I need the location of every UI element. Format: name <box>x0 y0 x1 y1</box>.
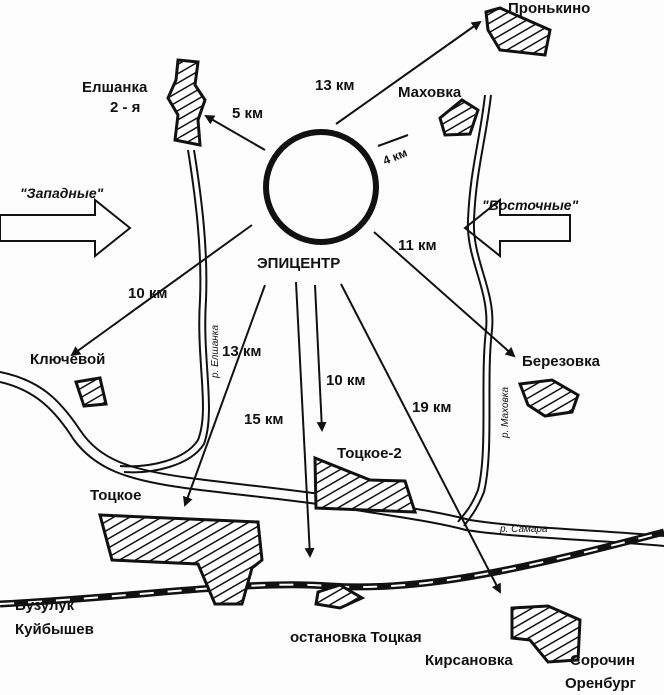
label-elshanka-suffix: 2 - я <box>110 99 140 116</box>
village-elshanka <box>166 58 207 147</box>
label-kirsanovka: Кирсановка <box>425 652 513 669</box>
river-samara <box>0 371 664 547</box>
epicenter-circle <box>263 129 379 245</box>
label-elshanka: Елшанка <box>82 79 148 96</box>
label-pronkino: Пронькино <box>508 0 590 17</box>
label-berezovka: Березовка <box>522 353 601 370</box>
village-kirsanovka <box>510 604 582 664</box>
village-klyuchevoy <box>74 376 108 408</box>
label-makhovka: Маховка <box>398 84 462 101</box>
label-epicenter: ЭПИЦЕНТР <box>257 255 340 272</box>
village-station <box>314 583 366 610</box>
distance-totskoe: 13 км <box>222 343 261 360</box>
label-orenburg: Оренбург <box>565 675 636 692</box>
label-klyuchevoy: Ключевой <box>30 351 105 368</box>
distance-station: 15 км <box>244 411 283 428</box>
east-forces-arrow <box>463 197 571 259</box>
distance-kirsanovka: 19 км <box>412 399 451 416</box>
label-river-elshanka: р. Елшанка <box>210 324 221 379</box>
label-west-forces: "Западные" <box>20 185 104 201</box>
village-totskoe <box>98 513 264 606</box>
village-pronkino <box>484 6 552 57</box>
distance-elshanka: 5 км <box>232 105 263 122</box>
distance-berezovka: 11 км <box>398 237 437 254</box>
west-forces-arrow <box>0 197 132 259</box>
label-east-forces: "Восточные" <box>482 197 579 213</box>
distance-arrows <box>70 20 516 594</box>
label-station: остановка Тоцкая <box>290 629 422 646</box>
label-river-makhovka: р. Маховка <box>500 386 511 439</box>
label-sorochin: Сорочин <box>570 652 635 669</box>
distance-totskoe2: 10 км <box>326 372 365 389</box>
label-kuibyshev: Куйбышев <box>15 621 94 638</box>
label-totskoe: Тоцкое <box>90 487 141 504</box>
village-makhovka <box>438 98 480 137</box>
label-totskoe2: Тоцкое-2 <box>337 445 402 462</box>
village-berezovka <box>517 378 580 418</box>
village-totskoe2 <box>313 455 418 514</box>
distance-makhovka: 4 км <box>381 145 409 167</box>
label-buzuluk: Бузулук <box>15 597 75 614</box>
distance-klyuchevoy: 10 км <box>128 285 167 302</box>
river-elshanka <box>119 149 210 474</box>
label-river-samara: р. Самара <box>499 524 548 535</box>
distance-pronkino: 13 км <box>315 77 354 94</box>
